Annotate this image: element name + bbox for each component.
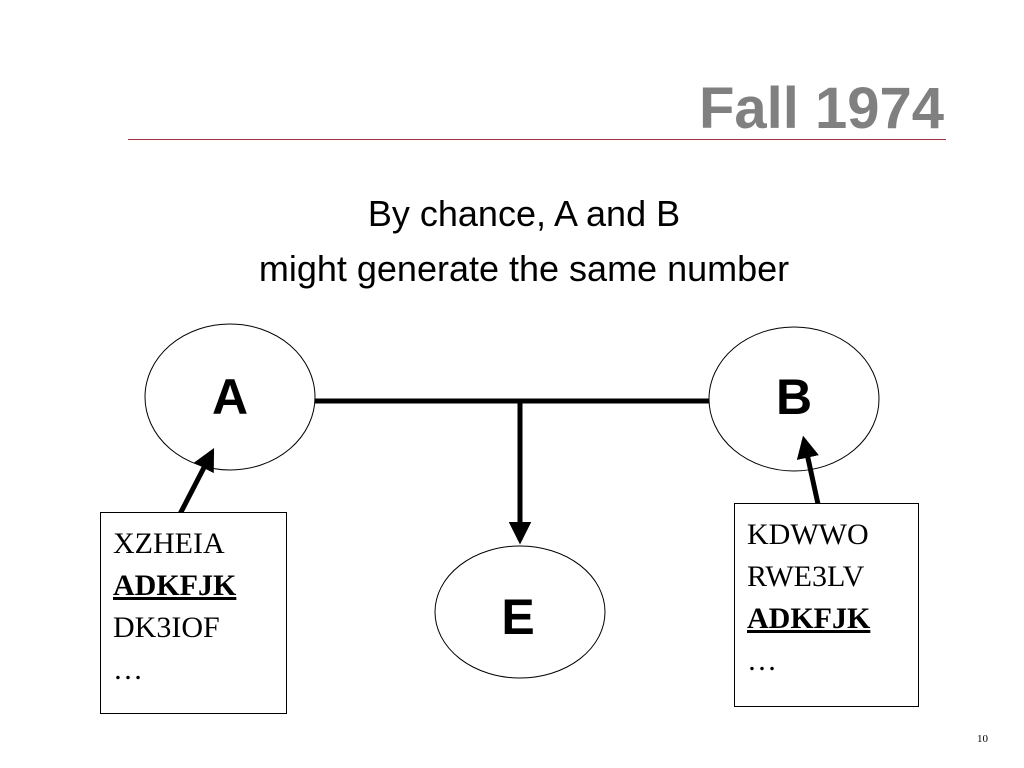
subtitle-line-1: By chance, A and B (367, 193, 681, 234)
node-e-circle (434, 545, 606, 679)
node-a-word-list: XZHEIA ADKFJK DK3IOF … (100, 512, 287, 714)
word-item: XZHEIA (113, 527, 225, 560)
word-item: … (113, 653, 143, 686)
arrow-box-to-a (177, 448, 215, 516)
title-divider (128, 139, 946, 140)
word-item: KDWWO (747, 518, 869, 551)
slide-title: Fall 1974 (698, 76, 944, 141)
highlighted-word: ADKFJK (747, 602, 871, 635)
node-a-circle (144, 323, 316, 471)
subtitle-line-2: might generate the same number (258, 248, 790, 289)
word-item: RWE3LV (747, 560, 865, 593)
highlighted-word: ADKFJK (113, 569, 237, 602)
node-b-word-list: KDWWO RWE3LV ADKFJK … (734, 503, 919, 707)
node-b-label: B (775, 369, 813, 425)
word-item: … (747, 644, 777, 677)
page-number: 10 (977, 733, 988, 745)
node-a-label: A (211, 369, 249, 425)
arrow-box-to-b (796, 435, 821, 505)
word-item: DK3IOF (113, 611, 220, 644)
node-e-label: E (501, 589, 535, 645)
